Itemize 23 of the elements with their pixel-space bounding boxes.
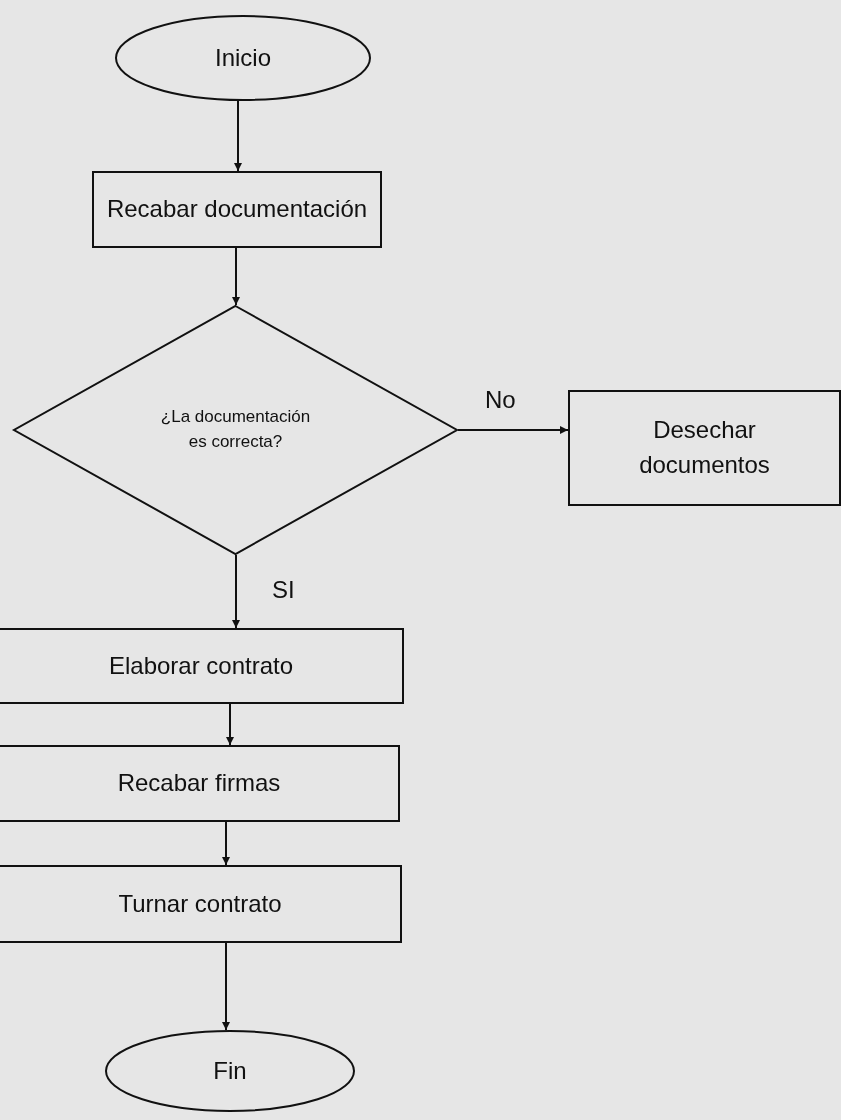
process-box bbox=[0, 628, 404, 704]
node-label: Desechar documentos bbox=[638, 415, 771, 480]
node-label: Recabar documentación bbox=[106, 194, 368, 225]
node-label: Turnar contrato bbox=[118, 888, 282, 919]
arrow bbox=[226, 703, 234, 746]
terminal-ellipse bbox=[105, 1030, 355, 1112]
arrow bbox=[222, 942, 230, 1031]
arrow bbox=[457, 426, 569, 434]
process-box bbox=[0, 865, 402, 943]
process-box bbox=[0, 745, 400, 822]
node-label: Recabar firmas bbox=[117, 768, 281, 799]
node-label: Inicio bbox=[215, 42, 271, 73]
process-box bbox=[568, 390, 841, 506]
arrow bbox=[232, 247, 240, 306]
arrow bbox=[232, 554, 240, 629]
decision-diamond bbox=[13, 305, 458, 555]
arrow bbox=[222, 821, 230, 866]
process-box bbox=[92, 171, 382, 248]
arrow bbox=[234, 100, 242, 172]
node-label: Elaborar contrato bbox=[108, 650, 294, 681]
terminal-ellipse bbox=[115, 15, 371, 101]
node-label: Fin bbox=[213, 1055, 247, 1086]
node-label: ¿La documentación es correcta? bbox=[160, 406, 311, 453]
